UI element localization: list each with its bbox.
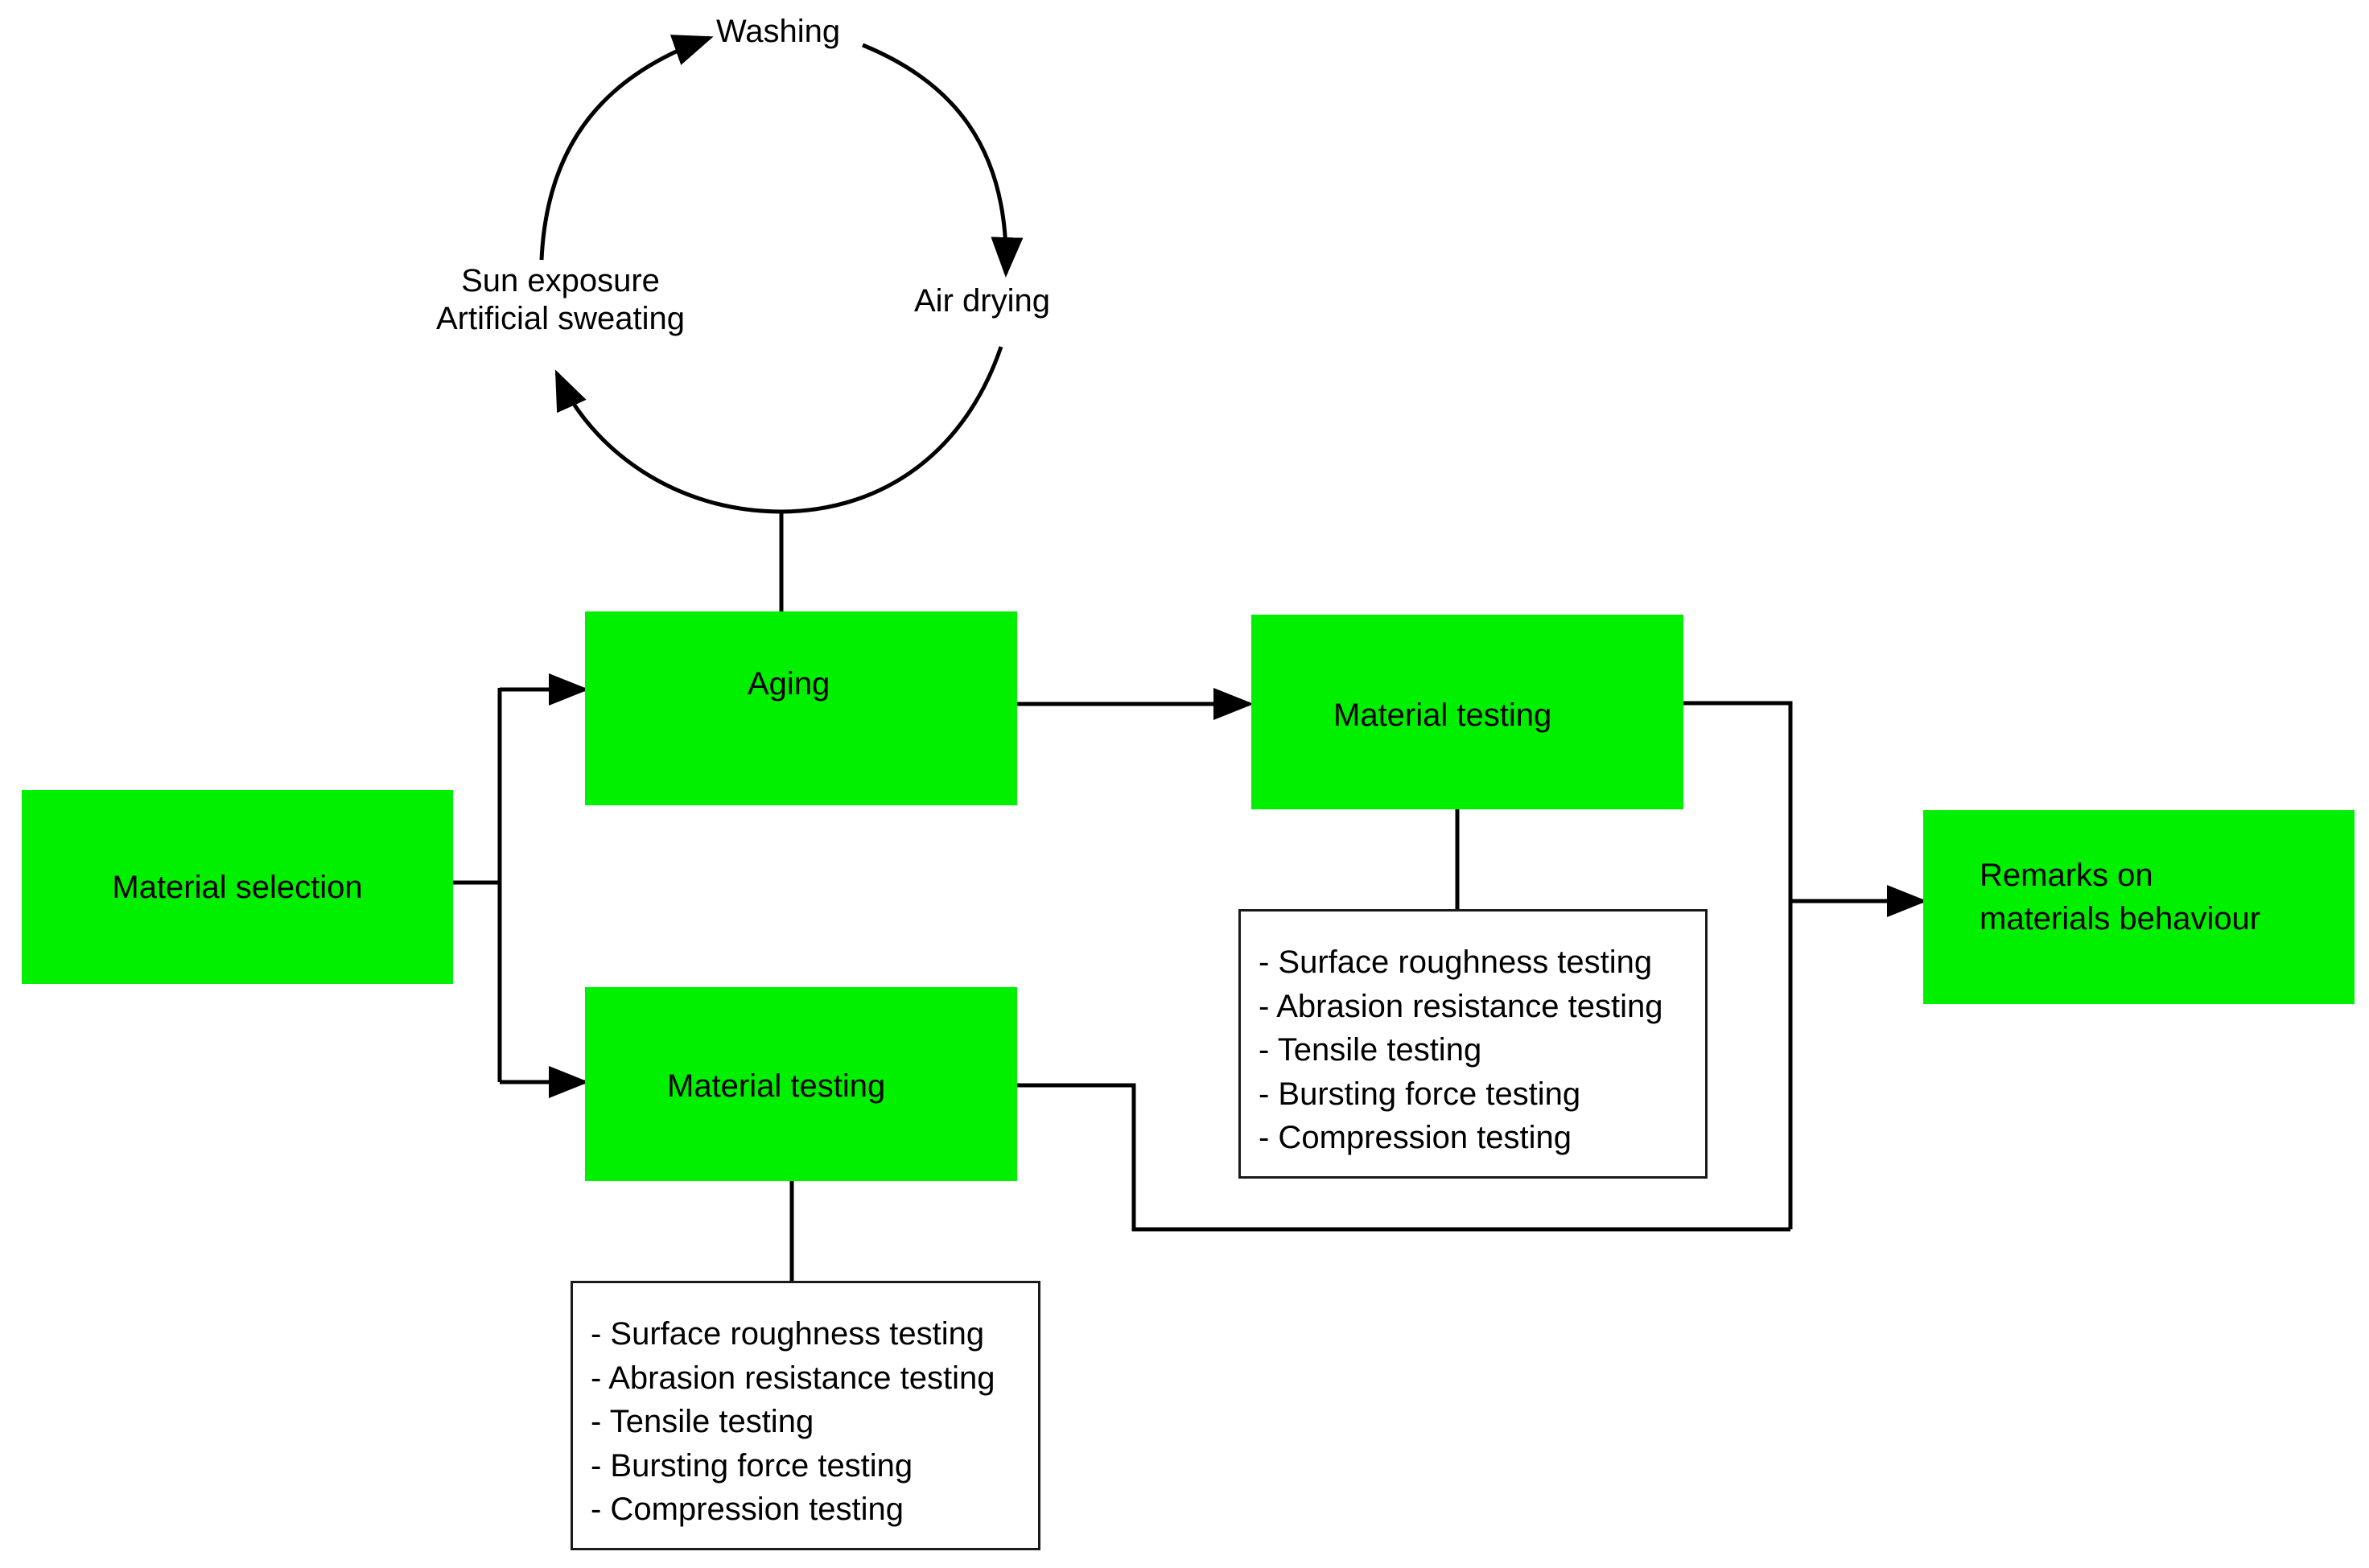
test-list-top-item: - Tensile testing — [1259, 1032, 1482, 1068]
aging-label: Aging — [748, 666, 830, 702]
artificial-sweating-label: Artificial sweating — [436, 301, 686, 336]
test-list-top-item: - Compression testing — [1259, 1120, 1572, 1155]
material-selection-box: Material selection — [22, 790, 453, 984]
test-list-bottom-box: - Surface roughness testing - Abrasion r… — [571, 1281, 1040, 1550]
washing-label: Washing — [716, 14, 841, 49]
test-list-top-item: - Abrasion resistance testing — [1259, 988, 1663, 1024]
material-selection-label: Material selection — [112, 869, 363, 905]
remarks-box: Remarks on materials behaviour — [1923, 810, 2355, 1004]
test-list-top-item: - Surface roughness testing — [1259, 945, 1653, 980]
test-list-bottom-item: - Tensile testing — [591, 1404, 814, 1439]
aging-box: Aging — [585, 611, 1017, 805]
bottom-testing-merge-line — [1017, 1083, 1790, 1232]
test-list-bottom-item: - Abrasion resistance testing — [591, 1360, 995, 1396]
test-list-top-box: - Surface roughness testing - Abrasion r… — [1238, 909, 1708, 1179]
test-list-bottom-item: - Bursting force testing — [591, 1447, 913, 1484]
material-testing-top-box: Material testing — [1251, 615, 1683, 809]
sun-exposure-label: Sun exposure — [461, 263, 660, 298]
air-drying-label: Air drying — [914, 283, 1050, 319]
aging-stressors-label: Sun exposure Artificial sweating — [436, 262, 685, 338]
test-list-bottom-item: - Compression testing — [591, 1492, 904, 1527]
test-list-bottom-item: - Surface roughness testing — [591, 1316, 985, 1352]
cycle-arc-sun-to-washing — [539, 35, 714, 261]
material-testing-bottom-box: Material testing — [585, 987, 1017, 1181]
material-testing-top-label: Material testing — [1333, 698, 1552, 733]
cycle-arc-air-to-sun — [554, 346, 1003, 514]
cycle-arc-washing-to-air — [862, 43, 1024, 278]
remarks-label-line-1: Remarks on — [1980, 858, 2153, 893]
top-testing-merge-line — [1683, 701, 1793, 1229]
material-testing-bottom-label: Material testing — [667, 1068, 886, 1104]
test-list-top-item: - Bursting force testing — [1259, 1076, 1581, 1112]
remarks-label-line-2: materials behaviour — [1980, 901, 2261, 936]
